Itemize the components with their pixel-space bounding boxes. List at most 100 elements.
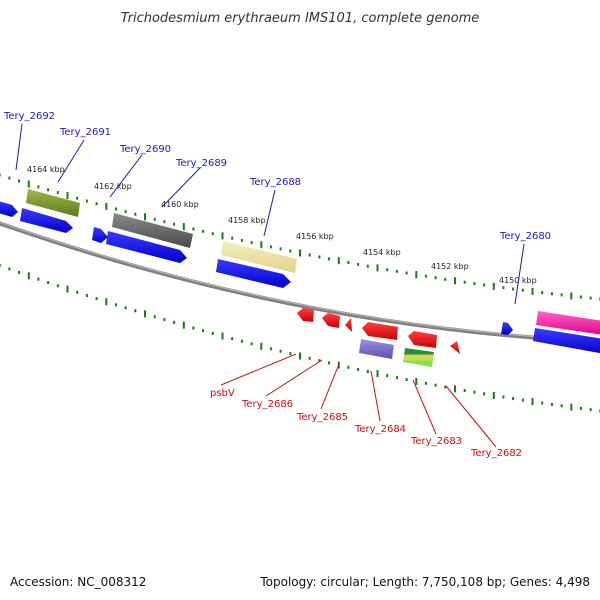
- upper-ruler-minor-tick: [269, 245, 272, 249]
- lower-ruler-minor-tick: [18, 270, 21, 274]
- upper-ruler-major-tick: [182, 223, 185, 231]
- cds-arrow-2690-small[interactable]: [92, 227, 108, 243]
- gene-label-tery-2691[interactable]: Tery_2691: [59, 127, 111, 138]
- gene-bar-purple[interactable]: [359, 339, 394, 359]
- lower-ruler-minor-tick: [76, 290, 79, 294]
- gene-label-tery-2692[interactable]: Tery_2692: [3, 111, 55, 122]
- lower-ruler-minor-tick: [37, 277, 40, 281]
- cds-arrow-2680[interactable]: [533, 328, 600, 355]
- lower-ruler-minor-tick: [473, 390, 476, 394]
- lower-ruler-minor-tick: [560, 404, 563, 408]
- upper-ruler-major-tick: [144, 213, 146, 221]
- gene-label-tery-2683[interactable]: Tery_2683: [410, 436, 462, 447]
- forward-gene-track: [26, 189, 600, 336]
- gene-label-psbv[interactable]: psbV: [210, 388, 235, 399]
- gene-bar-pink[interactable]: [536, 311, 600, 336]
- gene-label-tery-2689[interactable]: Tery_2689: [175, 158, 227, 169]
- gene-bar-gray[interactable]: [112, 213, 193, 248]
- cds-arrow-2682[interactable]: [450, 341, 460, 354]
- upper-ruler-minor-tick: [289, 249, 292, 253]
- upper-ruler-minor-tick: [589, 296, 592, 300]
- lower-ruler-minor-tick: [114, 303, 117, 307]
- gene-label-tery-2688[interactable]: Tery_2688: [249, 177, 301, 188]
- upper-ruler-minor-tick: [173, 222, 176, 226]
- upper-ruler-minor-tick: [483, 283, 486, 287]
- upper-ruler-minor-tick: [95, 202, 98, 206]
- cds-arrow-2689[interactable]: [106, 231, 187, 263]
- upper-ruler-minor-tick: [192, 227, 195, 231]
- lower-ruler-minor-tick: [405, 378, 408, 381]
- gene-label-tery-2690[interactable]: Tery_2690: [119, 144, 171, 155]
- cds-arrow-2684[interactable]: [362, 322, 398, 340]
- lower-ruler-major-tick: [531, 398, 534, 406]
- upper-ruler-minor-tick: [357, 262, 360, 266]
- upper-ruler-minor-tick: [434, 276, 437, 280]
- lower-ruler-minor-tick: [250, 342, 253, 346]
- cds-arrow-2680-small[interactable]: [501, 322, 513, 335]
- lower-ruler-minor-tick: [0, 264, 1, 267]
- upper-ruler-major-tick: [492, 282, 495, 290]
- cds-arrow-2691[interactable]: [20, 208, 73, 233]
- upper-ruler-minor-tick: [240, 238, 243, 242]
- upper-ruler-minor-tick: [579, 295, 582, 299]
- reverse-gene-track: [359, 339, 434, 367]
- gene-label-tery-2686[interactable]: Tery_2686: [241, 399, 293, 410]
- lower-ruler-minor-tick: [357, 367, 360, 371]
- upper-ruler-minor-tick: [308, 253, 311, 257]
- lower-ruler-minor-tick: [589, 408, 592, 412]
- gene-label-tery-2685[interactable]: Tery_2685: [296, 412, 348, 423]
- lower-ruler-minor-tick: [279, 349, 282, 353]
- lower-ruler-minor-tick: [269, 347, 272, 351]
- scale-label-4150: 4150 kbp: [499, 276, 537, 285]
- upper-ruler-minor-tick: [347, 261, 350, 265]
- genome-backbone: [0, 221, 600, 344]
- lower-ruler-major-tick: [66, 285, 69, 293]
- cds-arrow-2683[interactable]: [408, 331, 437, 348]
- lower-ruler-minor-tick: [56, 284, 59, 288]
- lower-ruler-minor-tick: [395, 376, 398, 380]
- upper-ruler-minor-tick: [202, 229, 205, 233]
- lower-ruler-minor-tick: [211, 331, 214, 335]
- upper-ruler-major-tick: [260, 241, 263, 249]
- gene-label-tery-2680[interactable]: Tery_2680: [499, 231, 551, 242]
- genome-backbone-highlight: [0, 221, 600, 342]
- upper-ruler-minor-tick: [56, 191, 59, 195]
- gene-bar-olive[interactable]: [26, 189, 80, 217]
- upper-ruler-major-tick: [221, 232, 224, 240]
- upper-ruler-minor-tick: [395, 269, 398, 273]
- upper-ruler-major-tick: [66, 191, 69, 199]
- upper-ruler-minor-tick: [211, 232, 214, 236]
- upper-ruler-minor-tick: [444, 277, 447, 281]
- scale-label-4158: 4158 kbp: [228, 216, 266, 225]
- gene-label-tery-2684[interactable]: Tery_2684: [354, 424, 406, 435]
- scale-label-4162: 4162 kbp: [94, 182, 132, 191]
- upper-ruler-minor-tick: [85, 199, 88, 203]
- cds-arrow-2688[interactable]: [216, 259, 291, 288]
- lower-ruler-minor-tick: [240, 339, 243, 343]
- cds-arrow-2686[interactable]: [322, 313, 340, 328]
- lower-ruler-minor-tick: [95, 297, 98, 301]
- scale-label-4152: 4152 kbp: [431, 262, 469, 271]
- lower-ruler-minor-tick: [328, 361, 331, 365]
- gene-bar-yellow[interactable]: [221, 241, 297, 273]
- lower-ruler-minor-tick: [347, 365, 350, 369]
- gene-bar-striped[interactable]: [403, 348, 434, 367]
- lower-ruler-major-tick: [415, 378, 418, 385]
- reverse-leader-lines: [220, 353, 497, 448]
- cds-arrow-2692[interactable]: [0, 200, 18, 217]
- lower-ruler-minor-tick: [550, 402, 553, 406]
- lower-ruler-minor-tick: [424, 381, 427, 385]
- lower-ruler-minor-tick: [231, 337, 234, 341]
- cds-arrow-2685[interactable]: [345, 318, 352, 332]
- upper-ruler-major-tick: [299, 249, 301, 257]
- scale-label-4160: 4160 kbp: [161, 200, 199, 209]
- forward-leader-lines: [15, 123, 525, 305]
- upper-ruler-major-tick: [531, 287, 534, 295]
- lower-ruler-minor-tick: [163, 318, 166, 322]
- cds-arrow-psbV[interactable]: [297, 308, 314, 322]
- gene-label-tery-2682[interactable]: Tery_2682: [470, 448, 522, 459]
- upper-ruler-minor-tick: [512, 287, 515, 291]
- lower-ruler-minor-tick: [8, 267, 11, 271]
